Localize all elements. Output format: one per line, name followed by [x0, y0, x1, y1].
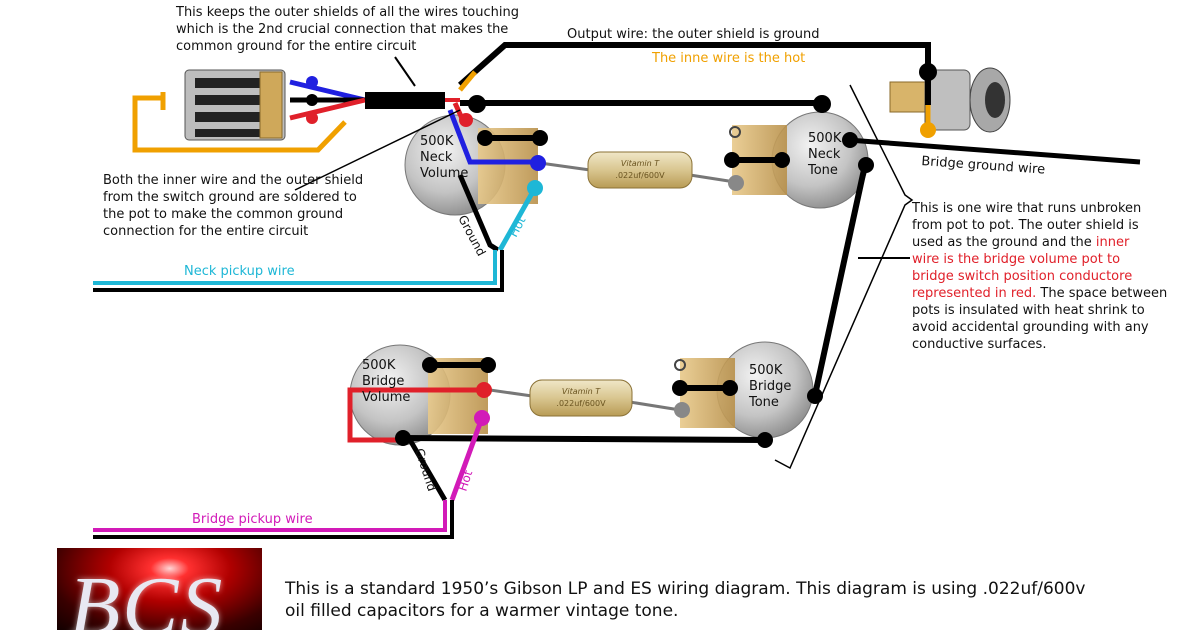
neck-wiring: [93, 56, 1141, 292]
switch-ground-loop: [132, 95, 347, 153]
inner-wire-hot-note: The inne wire is the hot: [652, 51, 806, 66]
neck-tone-label: 500K Neck Tone: [808, 131, 842, 178]
bridge-pickup-wire-label: Bridge pickup wire: [192, 512, 313, 527]
heat-shrink: [365, 92, 445, 109]
pot-to-pot-note-part2: The space between pots is insulated with…: [912, 286, 1168, 352]
bridge-volume-label: 500K Bridge Volume: [362, 358, 411, 405]
bcs-logo-text: BCS: [69, 560, 225, 630]
svg-text:.022uf/600V: .022uf/600V: [556, 399, 606, 408]
neck-hot-label: Hot: [506, 214, 528, 239]
outer-shields-note: This keeps the outer shields of all the …: [176, 5, 519, 54]
pickup-switch: [184, 69, 286, 141]
neck-capacitor: Vitamin T .022uf/600V: [539, 151, 736, 189]
svg-text:Vitamin T: Vitamin T: [621, 159, 660, 168]
output-jack: [889, 67, 1011, 133]
pot-to-pot-note-part1: This is one wire that runs unbroken from…: [912, 201, 1142, 250]
svg-text:.022uf/600V: .022uf/600V: [615, 171, 665, 180]
common-ground-note: Both the inner wire and the outer shield…: [103, 173, 364, 239]
neck-volume-label: 500K Neck Volume: [420, 134, 469, 181]
bridge-hot-label: Hot: [456, 468, 476, 493]
bridge-tone-label: 500K Bridge Tone: [749, 363, 792, 410]
output-hot-wire: [458, 70, 477, 92]
output-wire-note: Output wire: the outer shield is ground: [567, 27, 820, 42]
pot-to-pot-note: This is one wire that runs unbroken from…: [912, 200, 1192, 353]
output-wire: [458, 42, 931, 88]
footer-caption: This is a standard 1950’s Gibson LP and …: [285, 579, 1086, 621]
svg-text:Vitamin T: Vitamin T: [562, 387, 601, 396]
bcs-logo: BCS: [57, 548, 262, 630]
pot-to-pot-wire: [774, 84, 914, 470]
pot-to-pot-note-red: inner wire is the bridge volume pot to b…: [912, 235, 1133, 301]
switch-leads: [289, 76, 366, 124]
neck-pickup-wire-label: Neck pickup wire: [184, 264, 295, 279]
bridge-ground-label: Ground: [412, 447, 439, 493]
bridge-wiring: [93, 357, 773, 539]
bridge-capacitor: Vitamin T .022uf/600V: [489, 379, 681, 417]
